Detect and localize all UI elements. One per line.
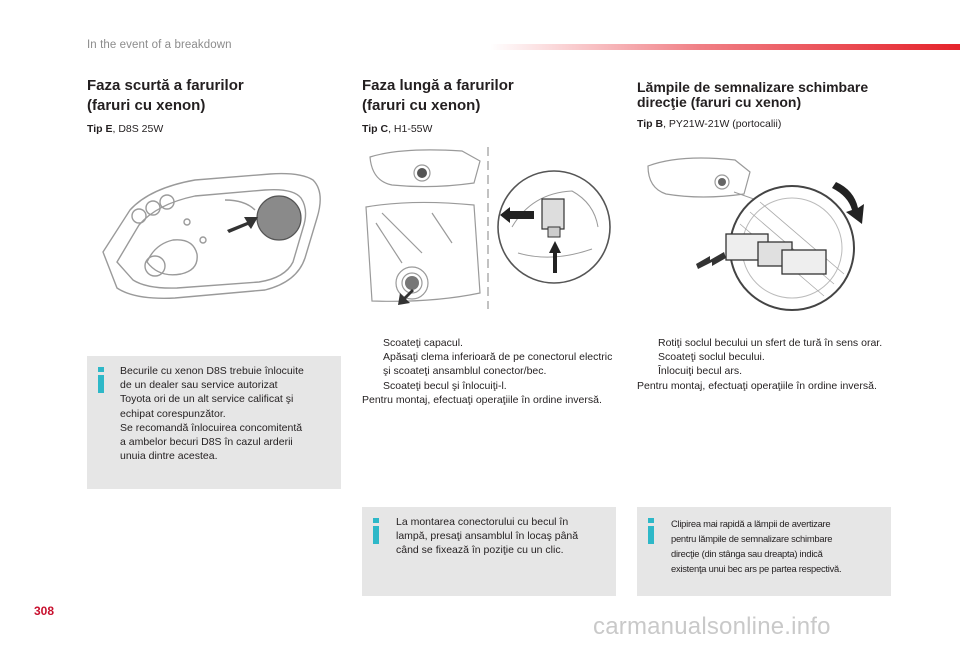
xenon-info-line: Se recomandă înlocuirea concomitentă: [120, 421, 303, 434]
high-beam-type-value: , H1-55W: [388, 123, 433, 135]
connector-info-line: La montarea conectorului cu becul în: [396, 516, 569, 528]
low-beam-title: Faza scurtă a farurilor (faruri cu xenon…: [87, 76, 244, 116]
low-beam-type-value: , D8S 25W: [112, 123, 164, 135]
low-beam-title-line1: Faza scurtă a farurilor: [87, 77, 244, 94]
connector-info-box: La montarea conectorului cu becul în lam…: [362, 507, 616, 596]
info-icon: [373, 518, 379, 544]
connector-info-text: La montarea conectorului cu becul în lam…: [396, 515, 612, 558]
high-beam-title-line2: (faruri cu xenon): [362, 97, 481, 114]
info-icon: [648, 518, 654, 544]
xenon-info-line: Toyota ori de un alt service calificat ş…: [120, 393, 294, 406]
high-beam-step-text: Scoateţi capacul.: [383, 337, 463, 349]
warning-info-line: existenţa unui bec ars pe partea respect…: [671, 563, 842, 574]
turn-signal-step: Scoateţi soclul becului.: [637, 350, 892, 364]
high-beam-closing: Pentru montaj, efectuaţi operaţiile în o…: [362, 393, 602, 406]
high-beam-step: Apăsaţi clema inferioară de pe conectoru…: [362, 350, 617, 378]
page-number: 308: [34, 604, 55, 618]
turn-signal-step: Înlocuiţi becul ars.: [637, 364, 892, 378]
xenon-info-line: a ambelor becuri D8S în cazul arderii: [120, 436, 293, 449]
warning-info-line: Clipirea mai rapidă a lămpii de avertiza…: [671, 518, 831, 529]
turn-signal-title-line1: Lămpile de semnalizare schimbare: [637, 79, 869, 95]
header-accent-bar: [490, 44, 960, 50]
connector-info-line: când se fixează în poziţie cu un clic.: [396, 544, 564, 557]
turn-signal-title: Lămpile de semnalizare schimbare direcţi…: [637, 80, 868, 110]
high-beam-headlamp-illustration: [365, 147, 611, 309]
low-beam-type-label: Tip E: [87, 123, 113, 135]
high-beam-step: Scoateţi becul şi înlocuiţi-l.: [362, 379, 617, 393]
turn-signal-step: Rotiţi soclul becului un sfert de tură î…: [637, 336, 892, 350]
warning-info-box: Clipirea mai rapidă a lămpii de avertiza…: [637, 507, 891, 596]
connector-info-line: lampă, presaţi ansamblul în locaş până: [396, 530, 579, 543]
high-beam-type-label: Tip C: [362, 123, 389, 135]
turn-signal-closing: Pentru montaj, efectuaţi operaţiile în o…: [637, 379, 877, 392]
high-beam-step-text: Scoateţi becul şi înlocuiţi-l.: [383, 379, 507, 392]
high-beam-title-line1: Faza lungă a farurilor: [362, 77, 514, 94]
xenon-info-line: echipat corespunzător.: [120, 407, 226, 420]
xenon-info-line: Becurile cu xenon D8S trebuie înlocuite: [120, 365, 304, 377]
turn-signal-step-text: Înlocuiţi becul ars.: [658, 365, 743, 378]
xenon-info-line: unuia dintre acestea.: [120, 450, 218, 463]
turn-signal-type-value: , PY21W-21W (portocalii): [663, 118, 782, 130]
high-beam-step-text: Apăsaţi clema inferioară de pe conectoru…: [383, 351, 613, 378]
high-beam-title: Faza lungă a farurilor (faruri cu xenon): [362, 76, 514, 116]
warning-info-text: Clipirea mai rapidă a lămpii de avertiza…: [671, 516, 887, 576]
low-beam-bulb-type: Tip E, D8S 25W: [87, 123, 163, 135]
turn-signal-lamp-illustration: [647, 157, 864, 311]
low-beam-headlamp-illustration: [102, 172, 321, 299]
watermark: carmanualsonline.info: [593, 613, 831, 640]
low-beam-title-line2: (faruri cu xenon): [87, 97, 206, 114]
high-beam-step: Scoateţi capacul.: [362, 336, 617, 350]
section-header: In the event of a breakdown: [87, 39, 232, 51]
high-beam-bulb-type: Tip C, H1-55W: [362, 123, 432, 135]
warning-info-line: pentru lămpile de semnalizare schimbare: [671, 533, 833, 544]
turn-signal-step-text: Scoateţi soclul becului.: [658, 351, 765, 364]
turn-signal-type-label: Tip B: [637, 118, 664, 130]
xenon-info-box: Becurile cu xenon D8S trebuie înlocuite …: [87, 356, 341, 489]
turn-signal-title-line2: direcţie (faruri cu xenon): [637, 94, 802, 110]
high-beam-steps: Scoateţi capacul. Apăsaţi clema inferioa…: [362, 336, 617, 407]
turn-signal-steps: Rotiţi soclul becului un sfert de tură î…: [637, 336, 892, 393]
turn-signal-bulb-type: Tip B, PY21W-21W (portocalii): [637, 118, 781, 130]
turn-signal-step-text: Rotiţi soclul becului un sfert de tură î…: [658, 337, 883, 349]
xenon-info-line: de un dealer sau service autorizat: [120, 379, 278, 392]
warning-info-line: direcţie (din stânga sau dreapta) indică: [671, 548, 823, 559]
info-icon: [98, 367, 104, 393]
xenon-info-text: Becurile cu xenon D8S trebuie înlocuite …: [120, 364, 336, 463]
